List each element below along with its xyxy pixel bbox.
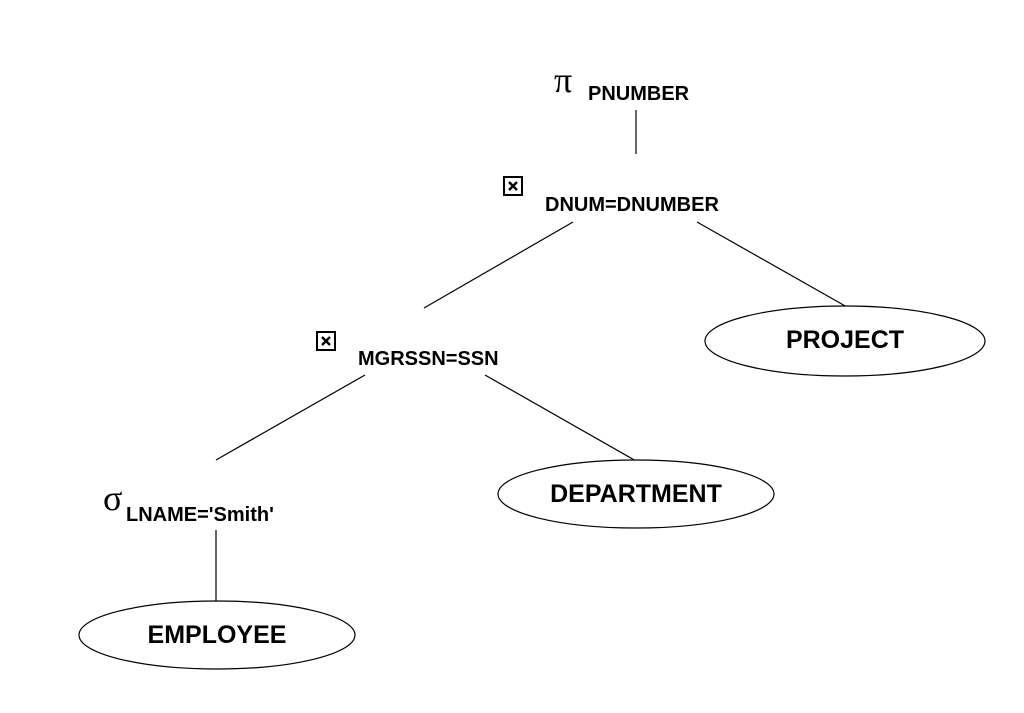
selection-condition: LNAME='Smith' bbox=[126, 504, 274, 526]
relation-department-label: DEPARTMENT bbox=[550, 480, 722, 508]
join-top-icon bbox=[503, 176, 523, 196]
relation-project-label: PROJECT bbox=[785, 326, 905, 354]
join-left-icon bbox=[316, 331, 336, 351]
relation-employee-label: EMPLOYEE bbox=[147, 621, 287, 649]
relation-project-node bbox=[704, 305, 986, 377]
projection-condition: PNUMBER bbox=[588, 83, 690, 105]
selection-symbol: σ bbox=[103, 478, 123, 518]
edge-join-top-join-left bbox=[423, 221, 574, 309]
projection-symbol: π bbox=[554, 60, 573, 100]
edge-join-top-project bbox=[696, 221, 848, 308]
join-top-condition: DNUM=DNUMBER bbox=[545, 194, 719, 216]
join-left-condition: MGRSSN=SSN bbox=[358, 348, 499, 370]
edge-join-left-selection bbox=[215, 374, 366, 461]
edge-join-left-department bbox=[484, 374, 637, 462]
relation-department-node bbox=[497, 459, 775, 529]
relation-employee-node bbox=[78, 600, 356, 670]
